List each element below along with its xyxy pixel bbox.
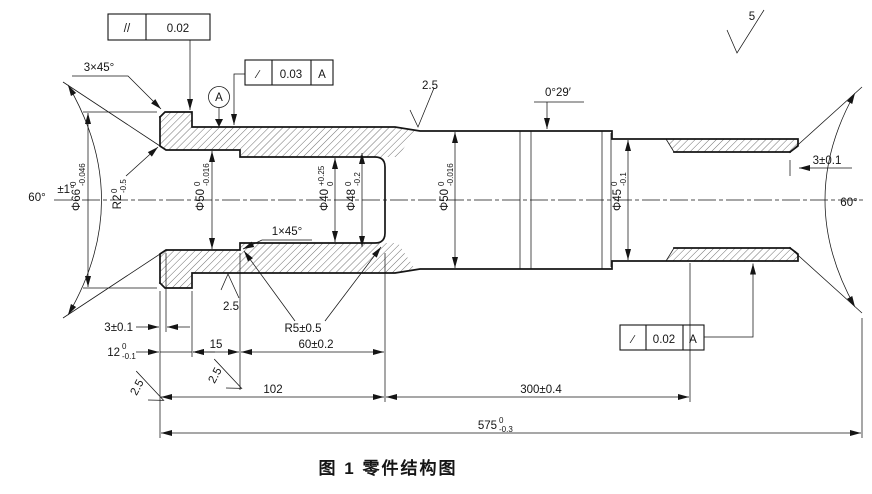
datum-symbol: A	[208, 86, 230, 127]
roughness-icon	[409, 87, 435, 128]
runout-top-datum: A	[318, 69, 326, 81]
right-depth-label: 3±0.1	[813, 155, 842, 167]
svg-text:2.5: 2.5	[207, 366, 225, 386]
roughness-icon	[220, 273, 240, 299]
right-angle-label: 60°	[840, 197, 857, 209]
svg-text:2.5: 2.5	[129, 378, 147, 398]
svg-text:-0.016: -0.016	[202, 163, 211, 186]
svg-text:-0.2: -0.2	[353, 172, 362, 186]
dim-phi50-bore: Φ50 0 -0.016	[193, 151, 215, 249]
svg-text:102: 102	[263, 384, 282, 396]
dim-102: 102	[161, 384, 384, 400]
svg-text:60±0.2: 60±0.2	[298, 339, 333, 351]
tolerance-frame-runout-top: ∕ 0.03 A	[231, 59, 334, 125]
svg-text:-0.046: -0.046	[78, 163, 87, 186]
tolerance-frame-runout-bottom: ∕ 0.02 A	[619, 263, 756, 351]
svg-text:0: 0	[499, 416, 504, 425]
svg-text:3×45°: 3×45°	[84, 62, 115, 74]
svg-text:+0.25: +0.25	[317, 165, 326, 186]
parallelism-symbol: //	[124, 23, 131, 35]
dim-depth-left: 3±0.1	[104, 322, 190, 334]
runout-bottom-leader	[704, 263, 756, 338]
bore-radius-callout: R5±0.5	[243, 246, 382, 335]
svg-text:0: 0	[437, 181, 446, 186]
left-angle-label: 60°	[28, 192, 45, 204]
svg-text:Φ50: Φ50	[439, 189, 451, 211]
svg-text:0°29′: 0°29′	[545, 87, 571, 99]
svg-text:1×45°: 1×45°	[272, 226, 303, 238]
runout-bottom-value: 0.02	[653, 334, 675, 346]
section-hatching	[160, 112, 798, 288]
dim-12: 12 0 -0.1	[107, 342, 215, 361]
svg-text:5: 5	[749, 11, 755, 23]
svg-text:15: 15	[210, 339, 223, 351]
roughness-overall: 5	[726, 9, 765, 54]
dim-phi50-outer: Φ50 0 -0.016	[437, 132, 458, 268]
svg-text:-0.5: -0.5	[119, 179, 128, 193]
svg-text:0: 0	[193, 181, 202, 186]
svg-text:0: 0	[69, 181, 78, 186]
svg-text:575: 575	[478, 420, 497, 432]
dim-575: 575 0 -0.3	[161, 416, 861, 436]
runout-top-leader	[231, 73, 245, 125]
svg-text:2.5: 2.5	[422, 80, 438, 92]
right-cone-angle: 60° 3±0.1	[789, 86, 863, 314]
svg-text:0: 0	[110, 188, 119, 193]
parallelism-value: 0.02	[167, 23, 189, 35]
chamfer-flange-callout: 3×45°	[72, 62, 162, 110]
svg-text:-0.1: -0.1	[619, 172, 628, 186]
dim-phi66: Φ66 0 -0.046	[69, 111, 157, 289]
roughness-top: 2.5	[409, 80, 438, 128]
svg-text:0: 0	[326, 181, 335, 186]
dim-r2: R2 0 -0.5	[110, 146, 159, 210]
svg-text:Φ66: Φ66	[71, 189, 83, 211]
runout-bottom-datum: A	[689, 334, 697, 346]
roughness-icon	[726, 9, 765, 54]
svg-text:12: 12	[107, 347, 120, 359]
svg-text:2.5: 2.5	[223, 301, 239, 313]
svg-text:3±0.1: 3±0.1	[104, 322, 133, 334]
svg-text:0: 0	[122, 342, 127, 351]
svg-text:-0.016: -0.016	[446, 163, 455, 186]
svg-text:R2: R2	[112, 195, 124, 210]
svg-text:-0.1: -0.1	[122, 352, 136, 361]
roughness-flange-bottom: 2.5	[220, 273, 240, 313]
roughness-icon	[213, 358, 243, 389]
taper-callout: 0°29′	[534, 87, 584, 129]
dim-phi40: Φ40 +0.25 0	[317, 158, 338, 242]
extension-lines	[159, 253, 863, 438]
svg-text:R5±0.5: R5±0.5	[285, 323, 322, 335]
svg-text:300±0.4: 300±0.4	[520, 384, 562, 396]
svg-text:Φ45: Φ45	[612, 189, 624, 211]
section-break	[665, 138, 675, 153]
runout-top-symbol: ∕	[254, 69, 261, 81]
runout-bottom-symbol: ∕	[629, 334, 636, 346]
dim-phi48: Φ48 0 -0.2	[344, 153, 365, 247]
svg-text:Φ40: Φ40	[319, 189, 331, 211]
dim-phi45: Φ45 0 -0.1	[610, 140, 631, 260]
datum-label: A	[215, 92, 223, 104]
dim-300: 300±0.4	[386, 384, 689, 400]
figure-caption: 图 1 零件结构图	[319, 458, 458, 478]
chamfer-bore-callout: 1×45°	[242, 226, 312, 250]
part-outline	[158, 111, 799, 289]
dim-15: 15	[193, 339, 239, 355]
runout-top-value: 0.03	[280, 69, 302, 81]
roughness-groove: 2.5	[207, 358, 243, 389]
tolerance-frame-parallelism: // 0.02	[107, 13, 211, 110]
roughness-icon	[135, 370, 165, 401]
roughness-left-face: 2.5	[129, 370, 165, 401]
svg-text:-0.3: -0.3	[499, 425, 513, 434]
svg-text:0: 0	[344, 181, 353, 186]
dim-60: 60±0.2	[241, 339, 384, 355]
section-break	[665, 247, 675, 262]
datum-triangle	[215, 119, 223, 127]
svg-text:Φ50: Φ50	[195, 189, 207, 211]
left-angle-tol: ±1°	[57, 184, 74, 196]
left-cone-angle: 60° ±1°	[28, 81, 161, 319]
svg-text:0: 0	[610, 181, 619, 186]
svg-text:Φ48: Φ48	[346, 189, 358, 211]
